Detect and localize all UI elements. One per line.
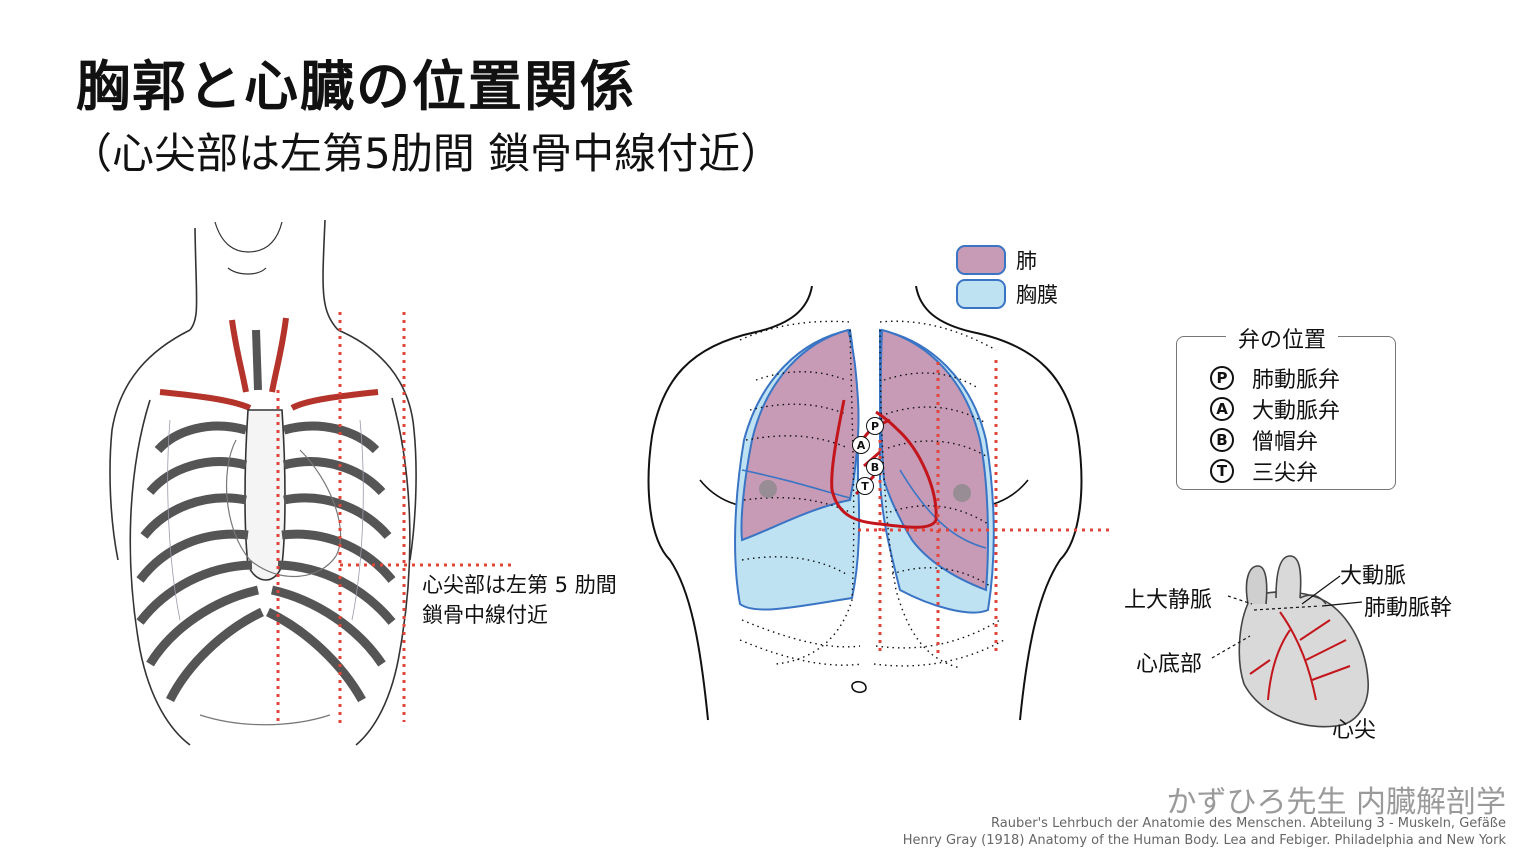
credit-line-2: Henry Gray (1918) Anatomy of the Human B… — [902, 833, 1506, 848]
valve-legend-item-b: B 僧帽弁 — [1210, 424, 1318, 456]
legend-pleura-label: 胸膜 — [1016, 283, 1058, 307]
valve-legend-item-t: T 三尖弁 — [1210, 455, 1318, 487]
valve-legend-item-a: A 大動脈弁 — [1210, 393, 1340, 425]
torso-diagram — [647, 285, 1083, 721]
valve-legend-title: 弁の位置 — [1226, 322, 1339, 354]
heart-label-base: 心底部 — [1136, 652, 1203, 677]
valve-legend-label-p: 肺動脈弁 — [1252, 368, 1341, 393]
legend-pleura-swatch — [956, 279, 1006, 309]
legend-pleura: 胸膜 — [956, 279, 1058, 309]
valve-marker-b: B — [866, 458, 884, 476]
apex-note-line1: 心尖部は左第 5 肋間 — [422, 573, 617, 597]
page-title: 胸郭と心臓の位置関係 — [76, 55, 636, 118]
valve-legend-mark-p: P — [1210, 366, 1234, 390]
torso-reference-lines — [858, 360, 1110, 654]
valve-legend-item-p: P 肺動脈弁 — [1210, 362, 1340, 394]
legend-lung-swatch — [956, 245, 1006, 275]
heart-label-apex: 心尖 — [1332, 718, 1377, 743]
valve-marker-p: P — [866, 417, 884, 435]
valve-marker-a: A — [852, 436, 870, 454]
page-subtitle: （心尖部は左第5肋間 鎖骨中線付近） — [70, 129, 783, 178]
ribcage-reference-lines — [276, 312, 512, 725]
ribcage-illustration — [109, 219, 417, 746]
apex-note-line2: 鎖骨中線付近 — [422, 603, 548, 627]
valve-legend-mark-a: A — [1210, 397, 1234, 421]
valve-marker-t: T — [856, 477, 874, 495]
valve-legend-mark-b: B — [1210, 428, 1234, 452]
valve-legend-label-b: 僧帽弁 — [1252, 430, 1319, 455]
legend-lung-label: 肺 — [1016, 249, 1037, 273]
heart-label-aorta: 大動脈 — [1340, 564, 1407, 589]
credit-line-1: Rauber's Lehrbuch der Anatomie des Mensc… — [991, 816, 1506, 831]
valve-legend-label-a: 大動脈弁 — [1252, 399, 1341, 424]
heart-label-pulmonary-trunk: 肺動脈幹 — [1364, 596, 1453, 621]
apex-note: 心尖部は左第 5 肋間 鎖骨中線付近 — [422, 570, 617, 630]
valve-legend-label-t: 三尖弁 — [1252, 461, 1319, 486]
heart-illustration — [1211, 555, 1369, 728]
legend-lung: 肺 — [956, 245, 1037, 275]
valve-legend-mark-t: T — [1210, 459, 1234, 483]
brand-watermark: かずひろ先生 内臓解剖学 — [1166, 785, 1506, 820]
heart-label-svc: 上大静脈 — [1124, 588, 1213, 613]
